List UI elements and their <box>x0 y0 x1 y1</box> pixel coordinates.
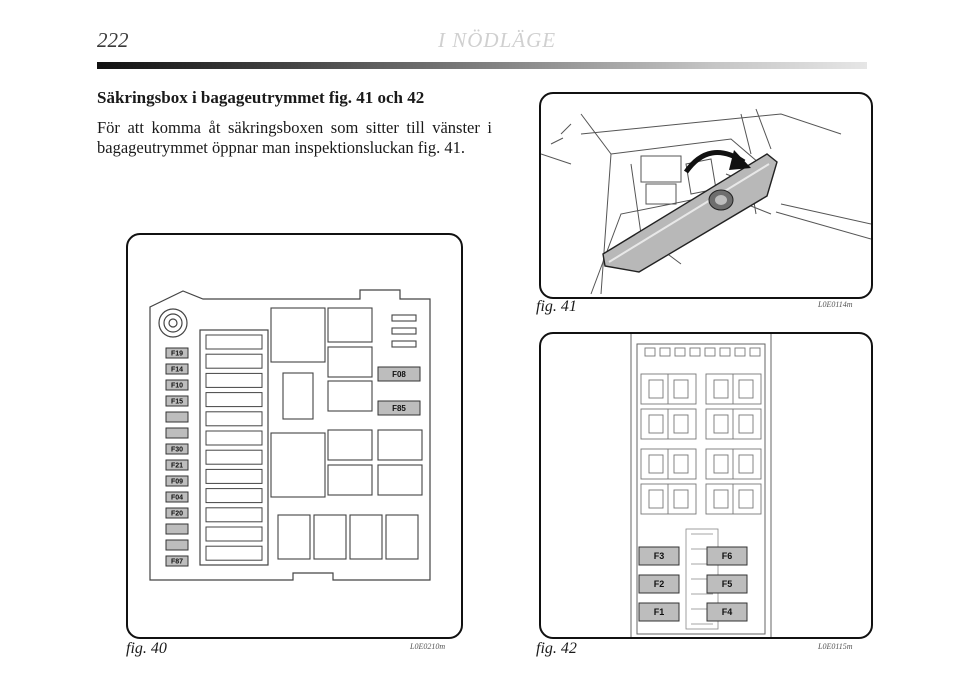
fuse-f14: F14 <box>165 363 189 375</box>
fuse-f4: F4 <box>706 602 748 622</box>
svg-text:F15: F15 <box>171 399 183 406</box>
fuse-empty <box>165 427 189 439</box>
fuse-empty <box>165 411 189 423</box>
terminal <box>674 347 686 357</box>
relay-socket <box>705 373 762 405</box>
svg-text:F19: F19 <box>171 351 183 358</box>
svg-text:F20: F20 <box>171 511 183 518</box>
relay-slot <box>205 507 263 523</box>
relay-socket <box>705 448 762 480</box>
relay-slot <box>205 334 263 350</box>
fuse-f85: F85 <box>377 400 421 416</box>
relay-slot <box>205 411 263 427</box>
fig40-caption: fig. 40 <box>126 640 167 657</box>
svg-text:F1: F1 <box>654 607 665 617</box>
fuse-f6: F6 <box>706 546 748 566</box>
page-number: 222 <box>97 28 129 52</box>
relay-slot <box>205 468 263 484</box>
fuse-f19: F19 <box>165 347 189 359</box>
fuse-f15: F15 <box>165 395 189 407</box>
relay-slot <box>205 488 263 504</box>
svg-text:F14: F14 <box>171 367 183 374</box>
svg-text:F2: F2 <box>654 579 665 589</box>
svg-text:F10: F10 <box>171 383 183 390</box>
relay-socket <box>640 408 697 440</box>
fuse-f3: F3 <box>638 546 680 566</box>
terminal <box>644 347 656 357</box>
fig41-frame <box>539 92 873 299</box>
relay-slot <box>205 392 263 408</box>
fig40-code: L0E0210m <box>410 642 446 651</box>
fuse-empty <box>165 539 189 551</box>
relay-socket <box>640 373 697 405</box>
relay-socket <box>705 483 762 515</box>
relay-slot <box>205 372 263 388</box>
terminal <box>689 347 701 357</box>
relay-socket <box>640 483 697 515</box>
relay-slot <box>205 526 263 542</box>
fuse-f20: F20 <box>165 507 189 519</box>
svg-text:F04: F04 <box>171 495 183 502</box>
relay-slot <box>205 353 263 369</box>
fuse-empty <box>165 523 189 535</box>
svg-text:F4: F4 <box>722 607 733 617</box>
relay-socket <box>640 448 697 480</box>
fuse-f21: F21 <box>165 459 189 471</box>
terminal <box>749 347 761 357</box>
fig41-code: L0E0114m <box>818 300 853 309</box>
fig42-code: L0E0115m <box>818 642 853 651</box>
svg-text:F21: F21 <box>171 463 183 470</box>
fuse-f10: F10 <box>165 379 189 391</box>
section-heading: Säkringsbox i bagageutrymmet fig. 41 och… <box>97 88 425 107</box>
fuse-f2: F2 <box>638 574 680 594</box>
svg-text:F3: F3 <box>654 551 665 561</box>
svg-text:F08: F08 <box>392 370 406 379</box>
relay-slot <box>205 449 263 465</box>
fuse-f04: F04 <box>165 491 189 503</box>
fuse-f5: F5 <box>706 574 748 594</box>
fig41-caption: fig. 41 <box>536 298 577 315</box>
svg-text:F5: F5 <box>722 579 733 589</box>
terminal <box>719 347 731 357</box>
terminal <box>734 347 746 357</box>
relay-slot <box>205 545 263 561</box>
fuse-f30: F30 <box>165 443 189 455</box>
svg-text:F09: F09 <box>171 479 183 486</box>
terminal <box>659 347 671 357</box>
fuse-f1: F1 <box>638 602 680 622</box>
fuse-f08: F08 <box>377 366 421 382</box>
fuse-f87: F87 <box>165 555 189 567</box>
terminal <box>704 347 716 357</box>
fig42-caption: fig. 42 <box>536 640 577 657</box>
relay-slot <box>205 430 263 446</box>
fuse-f09: F09 <box>165 475 189 487</box>
svg-text:F87: F87 <box>171 559 183 566</box>
trunk-hatch-illustration <box>541 108 871 295</box>
svg-text:F30: F30 <box>171 447 183 454</box>
body-paragraph: För att komma åt säkringsboxen som sitte… <box>97 118 492 157</box>
svg-text:F85: F85 <box>392 404 406 413</box>
relay-socket <box>705 408 762 440</box>
section-title: I NÖDLÄGE <box>438 28 557 52</box>
svg-text:F6: F6 <box>722 551 733 561</box>
header-rule <box>97 62 867 69</box>
